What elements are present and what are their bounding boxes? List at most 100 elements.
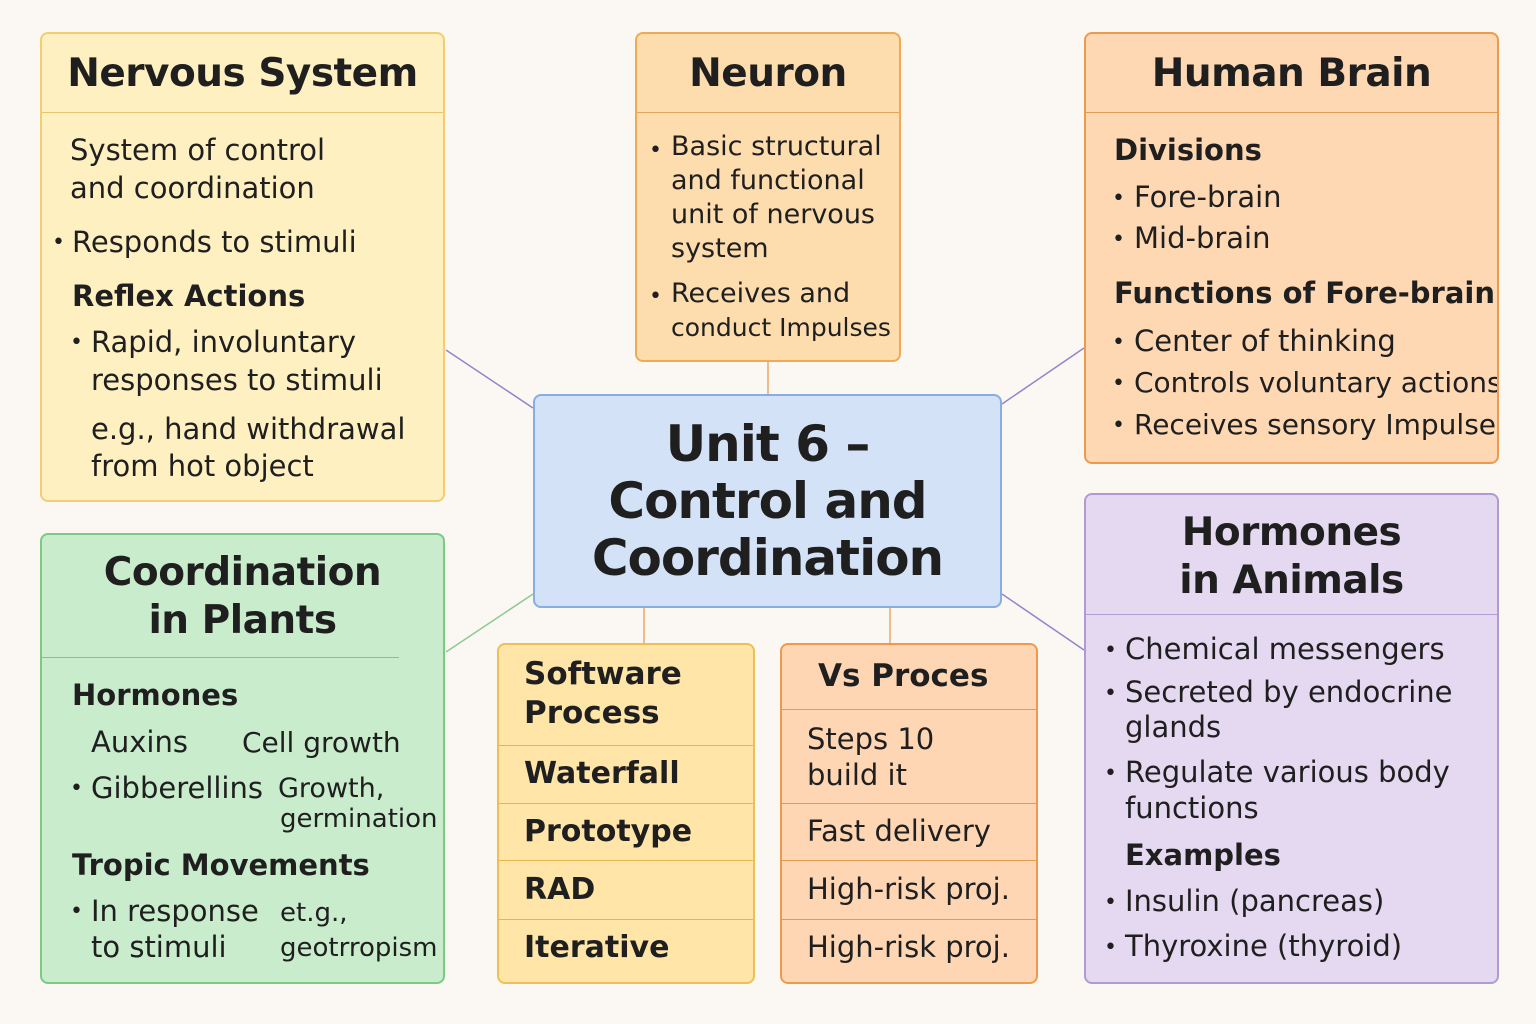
animals-point3-line2: functions: [1125, 791, 1259, 825]
auxins-label: Auxins: [91, 725, 188, 759]
tropic-example-line1: et.g.,: [280, 898, 348, 928]
center-topic-card: Unit 6 – Control and Coordination: [533, 394, 1002, 608]
software-title-line2: Process: [524, 695, 660, 731]
neuron-title: Neuron: [689, 51, 847, 96]
vs-title: Vs Proces: [818, 658, 989, 694]
bullet-icon: •: [1104, 761, 1117, 786]
bullet-icon: •: [649, 138, 662, 163]
neuron-p1-line3: unit of nervous: [671, 199, 876, 230]
bullet-icon: •: [649, 284, 662, 309]
animals-point2-line2: glands: [1125, 710, 1222, 744]
center-title-line3: Coordination: [591, 529, 944, 587]
reflex-heading: Reflex Actions: [72, 279, 306, 313]
divider: [1086, 614, 1497, 615]
software-row: Prototype: [499, 803, 753, 860]
bullet-icon: •: [1112, 371, 1125, 396]
division-item: Mid-brain: [1134, 221, 1271, 255]
animals-title-line1: Hormones: [1181, 510, 1402, 555]
connector-plants: [445, 593, 534, 653]
example-item: Insulin (pancreas): [1125, 884, 1385, 918]
software-row: Waterfall: [499, 745, 753, 803]
reflex-example-line2: from hot object: [91, 449, 314, 483]
vs-row1-line1: Steps 10: [807, 722, 935, 756]
neuron-card: Neuron • Basic structural and functional…: [635, 32, 901, 362]
bullet-icon: •: [1104, 638, 1117, 663]
plants-card: Coordination in Plants Hormones Auxins C…: [40, 533, 445, 984]
plants-title-line1: Coordination: [103, 550, 382, 595]
gibberellins-label: Gibberellins: [91, 771, 263, 805]
animals-title: Hormones in Animals: [1086, 509, 1497, 605]
software-row-label: Iterative: [524, 930, 670, 965]
nervous-desc-line2: and coordination: [70, 171, 315, 205]
function-item: Controls voluntary actions: [1134, 366, 1499, 399]
nervous-system-card: Nervous System System of control and coo…: [40, 32, 445, 502]
neuron-p1-line2: and functional: [671, 165, 865, 196]
bullet-icon: •: [1104, 890, 1117, 915]
division-item: Fore-brain: [1134, 180, 1282, 214]
vs-process-card: Vs Proces Steps 10 build it Fast deliver…: [780, 643, 1038, 984]
examples-heading: Examples: [1125, 838, 1281, 872]
software-row: Iterative: [499, 919, 753, 982]
animals-point3-line1: Regulate various body: [1125, 755, 1450, 789]
divider: [42, 112, 443, 113]
bullet-icon: •: [1112, 227, 1125, 252]
neuron-p1-line1: Basic structural: [671, 131, 882, 162]
bullet-icon: •: [70, 776, 83, 801]
software-row-label: RAD: [524, 872, 596, 907]
vs-row: High-risk proj.: [782, 860, 1036, 919]
tropic-heading: Tropic Movements: [72, 848, 370, 882]
neuron-p1-line4: system: [671, 233, 769, 264]
animals-point1: Chemical messengers: [1125, 632, 1445, 666]
bullet-icon: •: [1104, 935, 1117, 960]
vs-row: High-risk proj.: [782, 919, 1036, 982]
vs-row-label: High-risk proj.: [807, 930, 1010, 964]
vs-row-label: Fast delivery: [807, 814, 991, 848]
bullet-icon: •: [1112, 413, 1125, 438]
animals-point2-line1: Secreted by endocrine: [1125, 675, 1453, 709]
vs-row: Fast delivery: [782, 803, 1036, 860]
animals-title-line2: in Animals: [1179, 558, 1404, 603]
plants-title: Coordination in Plants: [42, 549, 443, 645]
plants-title-line2: in Plants: [148, 598, 337, 643]
software-title-line1: Software: [524, 656, 682, 692]
bullet-icon: •: [52, 230, 65, 255]
divider: [1086, 112, 1497, 113]
bullet-icon: •: [1104, 681, 1117, 706]
function-item: Center of thinking: [1134, 324, 1396, 358]
functions-heading: Functions of Fore-brain: [1114, 276, 1495, 310]
connector-animals: [1001, 593, 1085, 651]
center-title-line1: Unit 6 –: [665, 415, 871, 473]
nervous-point1: Responds to stimuli: [72, 225, 357, 259]
software-process-card: Software Process Waterfall Prototype RAD…: [497, 643, 755, 984]
human-brain-title: Human Brain: [1151, 51, 1432, 96]
function-item: Receives sensory Impulses: [1134, 408, 1499, 441]
nervous-desc-line1: System of control: [70, 133, 326, 167]
reflex-line1: Rapid, involuntary: [91, 325, 356, 359]
neuron-p2-line2: conduct Impulses: [671, 313, 891, 342]
neuron-p2-line1: Receives and: [671, 278, 851, 309]
reflex-line2: responses to stimuli: [91, 363, 383, 397]
human-brain-card: Human Brain Divisions • Fore-brain • Mid…: [1084, 32, 1499, 464]
tropic-example-line2: geotrropism: [280, 933, 438, 963]
vs-row1-line2: build it: [807, 758, 907, 792]
reflex-example-line1: e.g., hand withdrawal: [91, 412, 406, 446]
example-item: Thyroxine (thyroid): [1125, 929, 1403, 963]
bullet-icon: •: [1112, 330, 1125, 355]
vs-row: Steps 10 build it: [782, 709, 1036, 803]
divider: [637, 112, 899, 113]
tropic-line2: to stimuli: [91, 930, 227, 964]
nervous-system-title: Nervous System: [67, 51, 418, 96]
gib-effect-line1: Growth,: [278, 773, 385, 804]
center-title-line2: Control and: [608, 472, 927, 530]
software-title: Software Process: [524, 655, 682, 733]
software-row-label: Waterfall: [524, 756, 680, 791]
software-row-label: Prototype: [524, 814, 693, 849]
vs-row-label: High-risk proj.: [807, 872, 1010, 906]
software-row: RAD: [499, 860, 753, 919]
divider: [42, 657, 399, 658]
connector-brain: [1001, 347, 1085, 405]
connector-nervous: [445, 349, 534, 409]
animal-hormones-card: Hormones in Animals • Chemical messenger…: [1084, 493, 1499, 984]
plant-hormones-heading: Hormones: [72, 678, 239, 712]
